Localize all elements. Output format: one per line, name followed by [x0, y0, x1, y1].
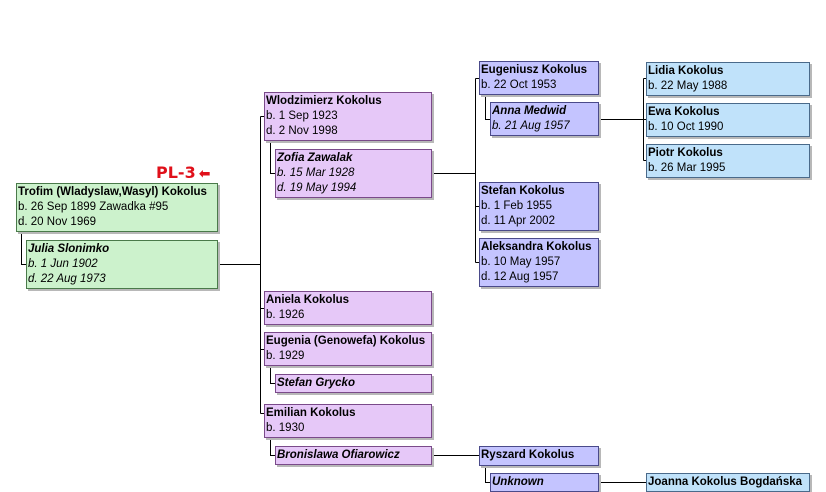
person-name: Eugeniusz Kokolus	[481, 64, 588, 76]
person-box-ewa-kokolus[interactable]: Ewa Kokolus b. 10 Oct 1990	[646, 103, 810, 137]
death-info: d. 12 Aug 1957	[481, 271, 559, 283]
person-name: Stefan Kokolus	[481, 185, 565, 197]
person-box-eugeniusz-kokolus[interactable]: Eugeniusz Kokolus b. 22 Oct 1953	[479, 61, 599, 95]
person-box-ryszard-kokolus[interactable]: Ryszard Kokolus	[479, 446, 599, 466]
couple-connector	[270, 438, 276, 456]
person-name: Aniela Kokolus	[266, 294, 350, 306]
person-name: Bronislawa Ofiarowicz	[277, 449, 400, 461]
person-name: Unknown	[492, 476, 544, 488]
spouse-box-zofia-zawalak[interactable]: Zofia Zawalak b. 15 Mar 1928 d. 19 May 1…	[275, 149, 432, 198]
person-name: Ewa Kokolus	[648, 106, 720, 118]
spouse-box-julia-slonimko[interactable]: Julia Slonimko b. 1 Jun 1902 d. 22 Aug 1…	[26, 240, 218, 289]
person-box-aleksandra-kokolus[interactable]: Aleksandra Kokolus b. 10 May 1957 d. 12 …	[479, 238, 599, 287]
pl-3-marker: PL-3⬅	[156, 163, 210, 182]
left-arrow-icon: ⬅	[198, 166, 211, 182]
person-name: Eugenia (Genowefa) Kokolus	[266, 335, 426, 347]
couple-connector	[21, 232, 27, 265]
person-name: Lidia Kokolus	[648, 65, 724, 77]
couple-connector	[485, 466, 491, 483]
person-name: Wlodzimierz Kokolus	[266, 95, 382, 107]
person-box-piotr-kokolus[interactable]: Piotr Kokolus b. 26 Mar 1995	[646, 144, 810, 178]
couple-connector	[485, 95, 491, 120]
person-name: Joanna Kokolus Bogdańska	[648, 476, 803, 488]
person-box-wlodzimierz-kokolus[interactable]: Wlodzimierz Kokolus b. 1 Sep 1923 d. 2 N…	[264, 92, 432, 141]
person-box-trofim-kokolus[interactable]: Trofim (Wladyslaw,Wasyl) Kokolus b. 26 S…	[16, 183, 218, 232]
couple-connector	[270, 365, 276, 384]
birth-info: b. 1 Jun 1902	[28, 258, 98, 270]
person-box-lidia-kokolus[interactable]: Lidia Kokolus b. 22 May 1988	[646, 62, 810, 96]
death-info: d. 2 Nov 1998	[266, 125, 338, 137]
birth-info: b. 10 May 1957	[481, 256, 561, 268]
person-name: Trofim (Wladyslaw,Wasyl) Kokolus	[18, 186, 207, 198]
marker-label: PL-3	[156, 163, 196, 182]
person-box-emilian-kokolus[interactable]: Emilian Kokolus b. 1930	[264, 404, 432, 438]
birth-info: b. 26 Mar 1995	[648, 162, 726, 174]
person-box-joanna-kokolus-bogdanska[interactable]: Joanna Kokolus Bogdańska	[646, 473, 810, 492]
spouse-box-stefan-grycko[interactable]: Stefan Grycko	[275, 374, 432, 393]
spouse-box-bronislawa-ofiarowicz[interactable]: Bronislawa Ofiarowicz	[275, 446, 432, 465]
spouse-box-anna-medwid[interactable]: Anna Medwid b. 21 Aug 1957	[490, 102, 599, 136]
birth-info: b. 10 Oct 1990	[648, 121, 724, 133]
birth-info: b. 22 Oct 1953	[481, 79, 557, 91]
couple-connector	[270, 140, 276, 174]
person-name: Piotr Kokolus	[648, 147, 723, 159]
birth-info: b. 1 Sep 1923	[266, 110, 338, 122]
person-name: Emilian Kokolus	[266, 407, 356, 419]
person-name: Zofia Zawalak	[277, 152, 353, 164]
spouse-box-unknown[interactable]: Unknown	[490, 473, 599, 492]
person-name: Aleksandra Kokolus	[481, 241, 592, 253]
birth-info: b. 1929	[266, 350, 305, 362]
death-info: d. 20 Nov 1969	[18, 216, 97, 228]
person-box-aniela-kokolus[interactable]: Aniela Kokolus b. 1926	[264, 291, 432, 325]
birth-info: b. 22 May 1988	[648, 80, 728, 92]
person-box-stefan-kokolus[interactable]: Stefan Kokolus b. 1 Feb 1955 d. 11 Apr 2…	[479, 182, 599, 231]
death-info: d. 22 Aug 1973	[28, 273, 106, 285]
birth-info: b. 21 Aug 1957	[492, 120, 570, 132]
birth-info: b. 1926	[266, 309, 305, 321]
person-name: Julia Slonimko	[28, 243, 110, 255]
birth-info: b. 1 Feb 1955	[481, 200, 552, 212]
birth-info: b. 26 Sep 1899 Zawadka #95	[18, 201, 169, 213]
person-name: Ryszard Kokolus	[481, 449, 575, 461]
death-info: d. 11 Apr 2002	[481, 215, 555, 227]
birth-info: b. 15 Mar 1928	[277, 167, 355, 179]
birth-info: b. 1930	[266, 422, 305, 434]
person-box-eugenia-kokolus[interactable]: Eugenia (Genowefa) Kokolus b. 1929	[264, 332, 432, 366]
death-info: d. 19 May 1994	[277, 182, 357, 194]
person-name: Anna Medwid	[492, 105, 567, 117]
person-name: Stefan Grycko	[277, 377, 355, 389]
